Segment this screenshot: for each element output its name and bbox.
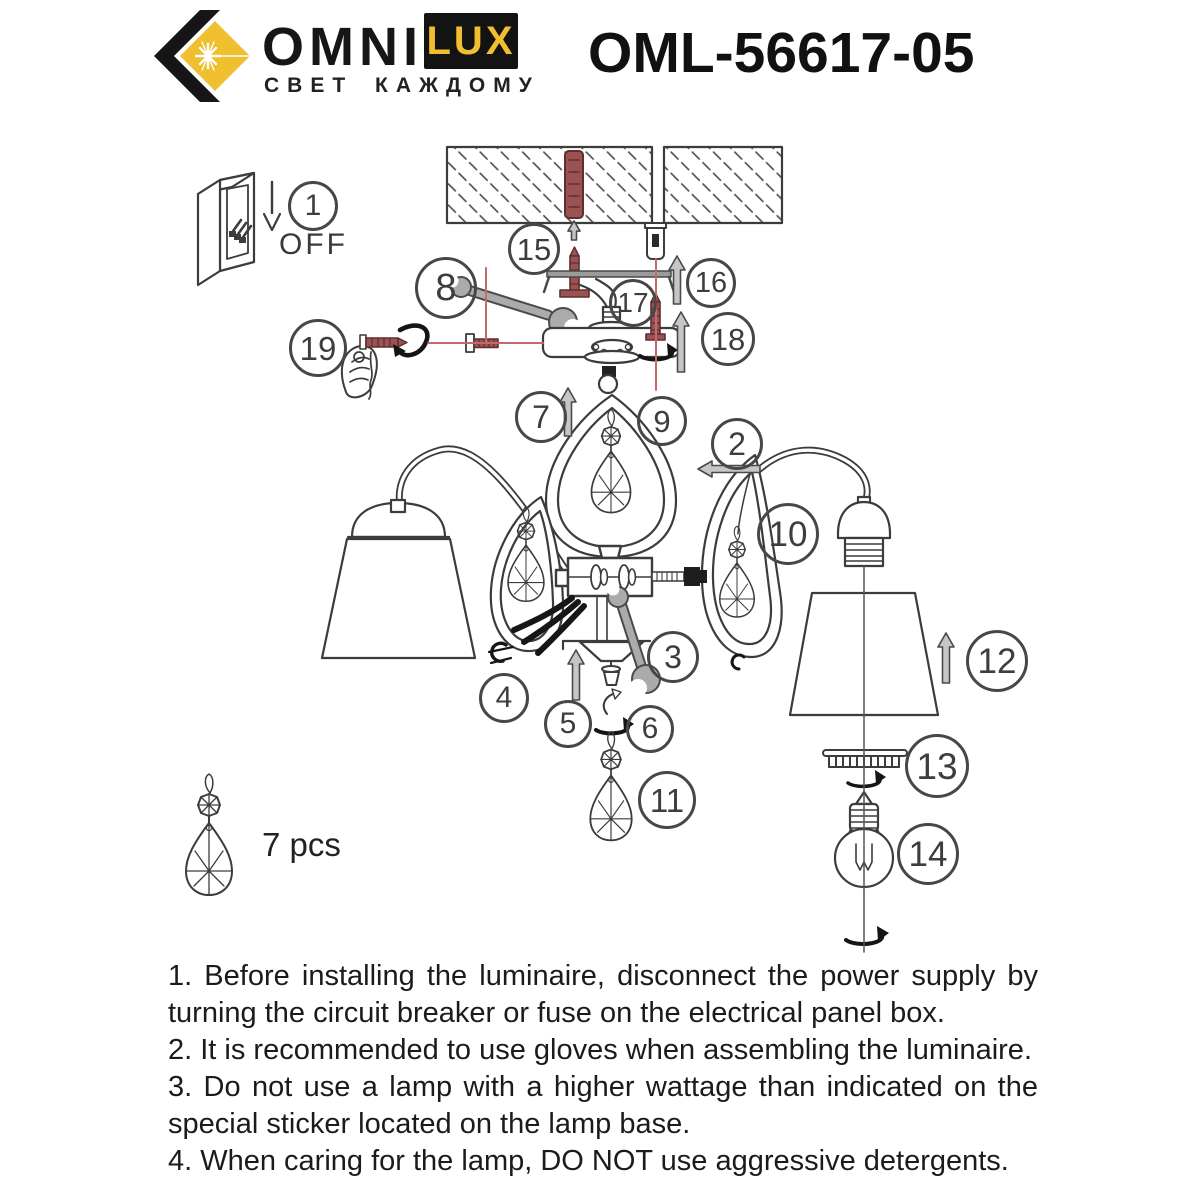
rotate-arrow-icon [397,323,430,358]
mounting-bar [542,270,676,294]
crystal-pendant-icon [185,773,233,896]
up-arrow-icon [937,632,955,684]
callout-15: 15 [508,223,560,275]
callout-9: 9 [637,396,687,446]
crystal-pendant-icon [589,730,633,842]
callout-17: 17 [609,279,657,327]
callout-11: 11 [638,771,696,829]
lamp-wires [487,595,587,665]
wire-plug-icon [684,567,700,586]
instruction-item-1: 1. Before installing the luminaire, disc… [168,960,1038,1029]
brand-omni: OMNI [262,17,423,77]
hand-icon [340,323,430,400]
brand-lux-badge: LUX [424,13,518,69]
callout-3: 3 [647,631,699,683]
model-number: OML-56617-05 [588,21,975,85]
crystal-count-label: 7 pcs [262,826,341,863]
power-switch-icon [196,171,282,287]
right-teardrop-frame [700,453,783,671]
brand-lux: LUX [426,18,516,63]
instruction-item-3: 3. Do not use a lamp with a higher watta… [168,1071,1038,1140]
up-arrow-icon [672,311,690,373]
left-lampshade [320,498,477,660]
alignment-guides [427,258,657,391]
callout-7: 7 [515,391,567,443]
right-socket [836,495,892,568]
brand-logo-icon [154,10,255,102]
up-arrow-icon [668,255,686,305]
callout-19: 19 [289,319,347,377]
shade-ring [822,749,908,789]
hook-icon [730,653,746,671]
callout-2: 2 [711,418,763,470]
wire-icon [578,283,609,309]
hook-icon [490,641,508,663]
wall-anchor-16 [644,222,667,260]
callout-1: 1 [288,181,338,231]
callout-18: 18 [701,312,755,366]
callout-14: 14 [897,823,959,885]
callout-5: 5 [544,700,592,748]
callout-13: 13 [905,734,969,798]
up-arrow-icon [567,220,581,241]
instructions-list: 1. Before installing the luminaire, disc… [168,958,1038,1180]
instruction-item-4: 4. When caring for the lamp, DO NOT use … [168,1145,1009,1177]
callout-4: 4 [479,673,529,723]
callout-16: 16 [686,258,736,308]
callout-12: 12 [966,630,1028,692]
direction-arrows [559,220,955,701]
instruction-item-2: 2. It is recommended to use gloves when … [168,1034,1032,1066]
switch-off-label: OFF [279,228,348,261]
callout-6: 6 [626,705,674,753]
brand-tagline: СВЕТ КАЖДОМУ [264,74,540,97]
callout-10: 10 [757,503,819,565]
ceiling [445,145,784,225]
up-arrow-icon [567,649,585,701]
callout-8: 8 [415,257,477,319]
